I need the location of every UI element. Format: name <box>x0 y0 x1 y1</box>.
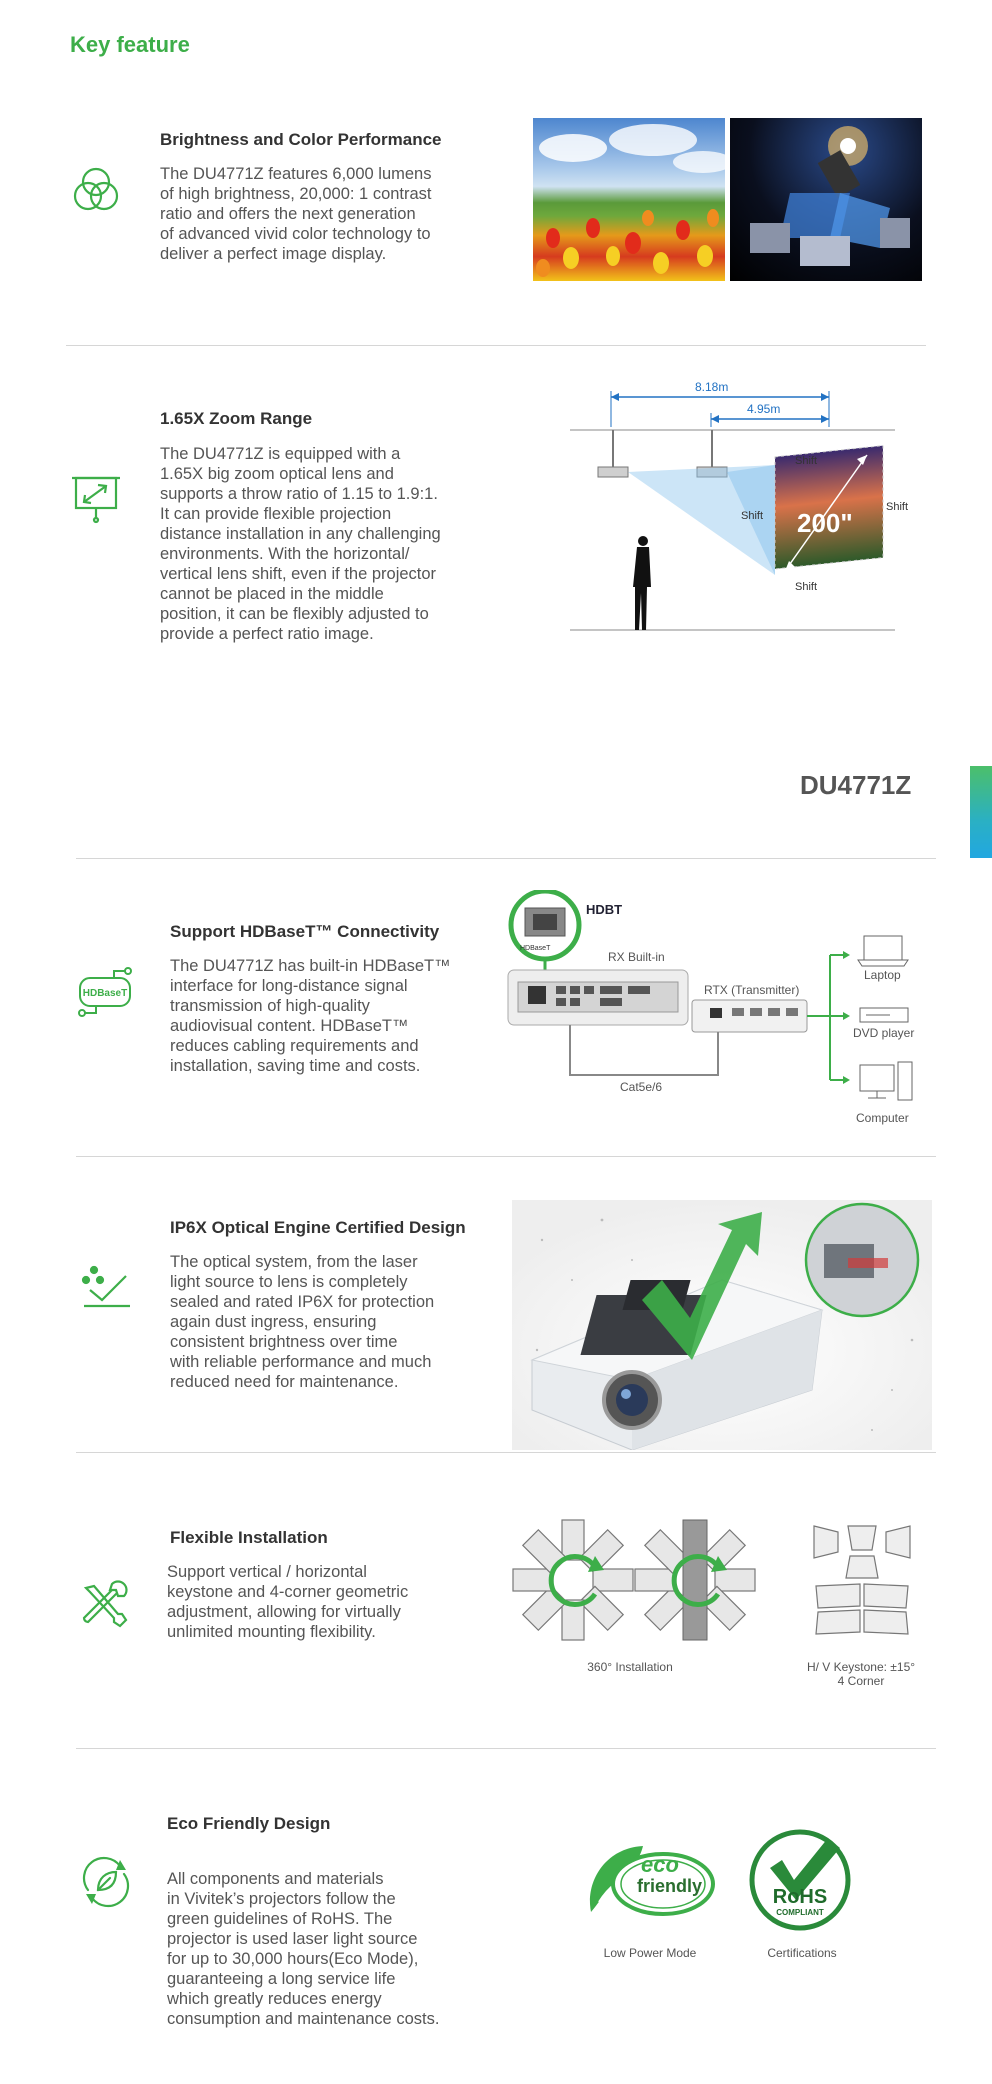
hdbaset-diagram: HDBaseT HDBT RX Built-in RTX (Transmitte… <box>500 888 930 1135</box>
shift-label-right: Shift <box>886 501 909 513</box>
eco-badge-bottom: friendly <box>637 1876 703 1896</box>
feature-body-hdbaset: The DU4771Z has built-in HDBaseT™ interf… <box>170 957 451 1075</box>
feature-title-eco: Eco Friendly Design <box>167 1814 331 1833</box>
device-computer: Computer <box>856 1111 909 1125</box>
device-laptop: Laptop <box>864 968 901 982</box>
rohs-title: RoHS <box>772 1886 828 1908</box>
caption-certifications: Certifications <box>767 1946 837 1960</box>
side-tab[interactable] <box>970 766 992 858</box>
feature-body-ip6x: The optical system, from the laser light… <box>170 1253 435 1391</box>
shift-label-bottom: Shift <box>795 581 818 593</box>
divider-1 <box>66 345 926 346</box>
eco-badge-top: eco <box>641 1852 679 1877</box>
divider-4 <box>76 1452 936 1453</box>
shift-label-left: Shift <box>741 510 764 522</box>
shift-label-top: Shift <box>795 455 818 467</box>
keystone-diagram <box>812 1522 912 1657</box>
eco-friendly-badge: eco friendly <box>585 1842 715 1927</box>
feature-title-zoom: 1.65X Zoom Range <box>160 409 313 428</box>
feature-title-ip6x: IP6X Optical Engine Certified Design <box>170 1218 466 1237</box>
optical-engine-photo <box>730 118 922 281</box>
feature-title-hdbaset: Support HDBaseT™ Connectivity <box>170 922 440 941</box>
feature-body-installation: Support vertical / horizontal keystone a… <box>167 1563 409 1641</box>
device-dvd: DVD player <box>853 1026 915 1040</box>
divider-2 <box>76 858 936 859</box>
distance-short-label: 4.95m <box>747 402 781 416</box>
feature-body-brightness: The DU4771Z features 6,000 lumens of hig… <box>160 165 432 263</box>
projection-screen-icon <box>70 472 122 524</box>
ip6x-projector-illustration <box>512 1200 932 1455</box>
feature-body-zoom: The DU4771Z is equipped with a 1.65X big… <box>160 445 441 643</box>
rohs-sub: COMPLIANT <box>776 1908 824 1917</box>
rx-label: RX Built-in <box>608 950 665 964</box>
tools-icon <box>80 1580 128 1630</box>
caption-360: 360° Installation <box>587 1660 673 1674</box>
tulip-field-photo <box>533 118 725 281</box>
port-label: HDBaseT <box>520 945 551 952</box>
screen-size-label: 200" <box>797 508 853 538</box>
feature-title-installation: Flexible Installation <box>170 1528 328 1547</box>
rtx-label: RTX (Transmitter) <box>704 983 800 997</box>
hdbt-logo: HDBT <box>586 902 623 917</box>
distance-long-label: 8.18m <box>695 380 729 394</box>
divider-3 <box>76 1156 936 1157</box>
dust-proof-icon <box>80 1264 134 1310</box>
eco-leaf-icon <box>80 1856 132 1908</box>
color-circles-icon <box>70 164 122 216</box>
installation-360-diagram <box>500 1512 770 1657</box>
rohs-badge: RoHS COMPLIANT <box>748 1828 852 1937</box>
feature-body-eco: All components and materials in Vivitek’… <box>167 1870 440 2028</box>
zoom-range-diagram: 8.18m 4.95m Shift Shift Shift Shift 200" <box>565 375 909 645</box>
feature-title-brightness: Brightness and Color Performance <box>160 130 442 149</box>
divider-5 <box>76 1748 936 1749</box>
page-heading: Key feature <box>70 32 190 57</box>
hdbaset-icon: HDBaseT <box>76 966 134 1018</box>
svg-text:HDBaseT: HDBaseT <box>83 988 127 999</box>
caption-low-power: Low Power Mode <box>603 1946 697 1960</box>
cable-label: Cat5e/6 <box>620 1080 663 1094</box>
model-label: DU4771Z <box>800 770 912 800</box>
caption-keystone: H/ V Keystone: ±15° 4 Corner <box>806 1660 916 1688</box>
